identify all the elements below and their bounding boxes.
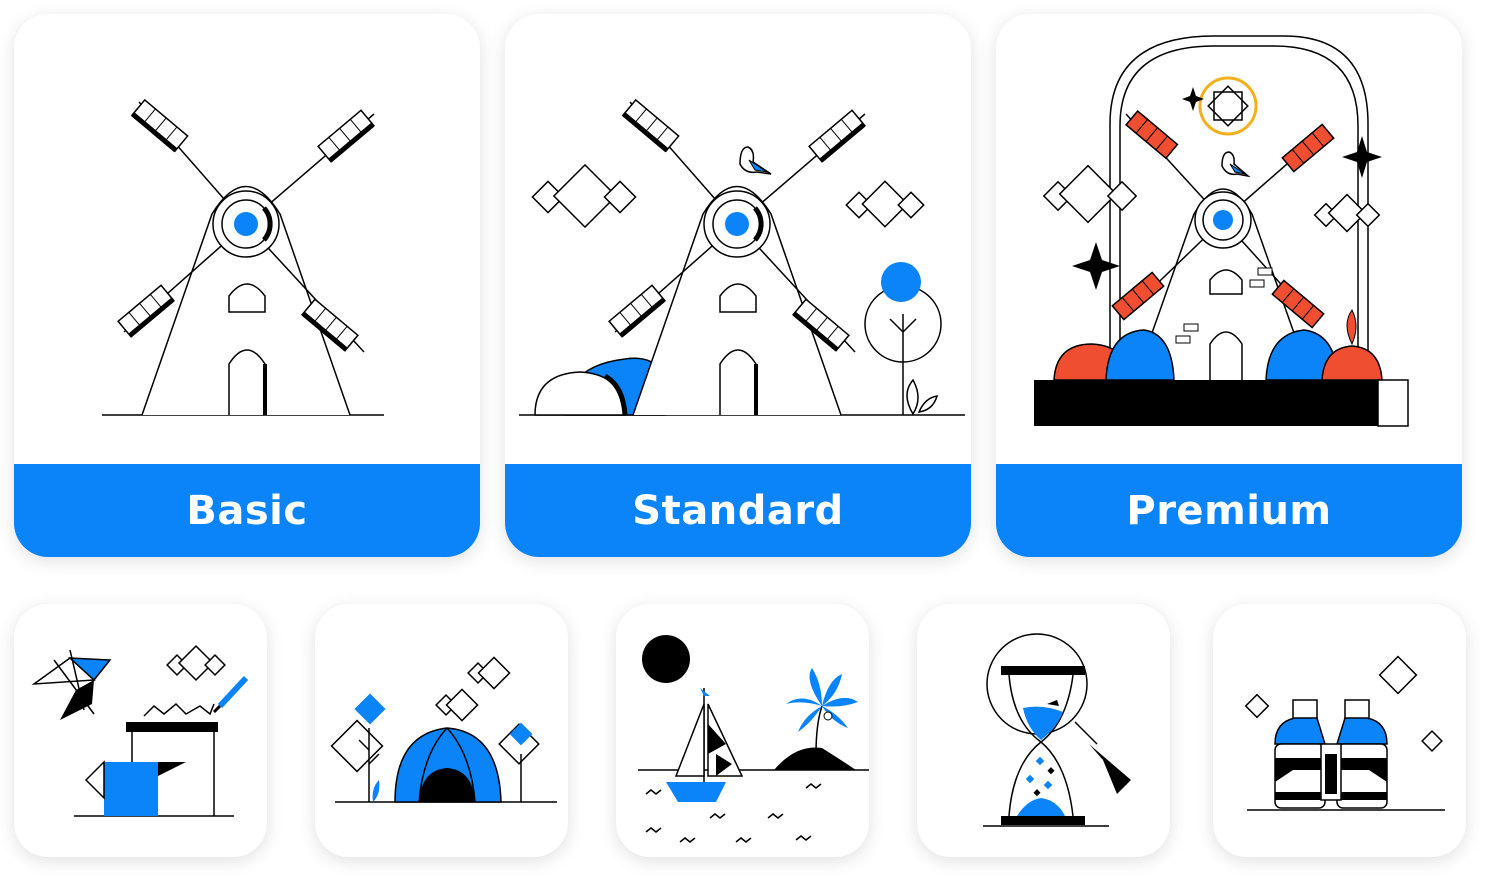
standard-card[interactable]: Standard bbox=[505, 14, 971, 557]
windmill-basic-illustration bbox=[102, 98, 384, 416]
basic-label: Basic bbox=[186, 487, 308, 534]
basic-label-band[interactable]: Basic bbox=[14, 464, 480, 557]
camping-tent-icon bbox=[330, 656, 557, 803]
sailboat-island-card[interactable] bbox=[616, 604, 869, 857]
premium-label: Premium bbox=[1126, 487, 1332, 534]
windmill-standard-illustration bbox=[519, 98, 965, 416]
camping-tent-card[interactable] bbox=[315, 604, 568, 857]
standard-label-band[interactable]: Standard bbox=[505, 464, 971, 557]
hourglass-magnifier-card[interactable] bbox=[917, 604, 1170, 857]
premium-label-band[interactable]: Premium bbox=[996, 464, 1462, 557]
hourglass-magnifier-icon bbox=[983, 633, 1131, 827]
binoculars-icon bbox=[1244, 655, 1445, 811]
basic-card[interactable]: Basic bbox=[14, 14, 480, 557]
binoculars-card[interactable] bbox=[1213, 604, 1466, 857]
premium-card[interactable]: Premium bbox=[996, 14, 1462, 557]
windmill-premium-illustration bbox=[1034, 35, 1409, 427]
standard-label: Standard bbox=[632, 487, 844, 534]
sailboat-island-icon bbox=[638, 635, 869, 843]
kite-watering-can-card[interactable] bbox=[14, 604, 267, 857]
kite-watering-can-icon bbox=[31, 644, 249, 817]
